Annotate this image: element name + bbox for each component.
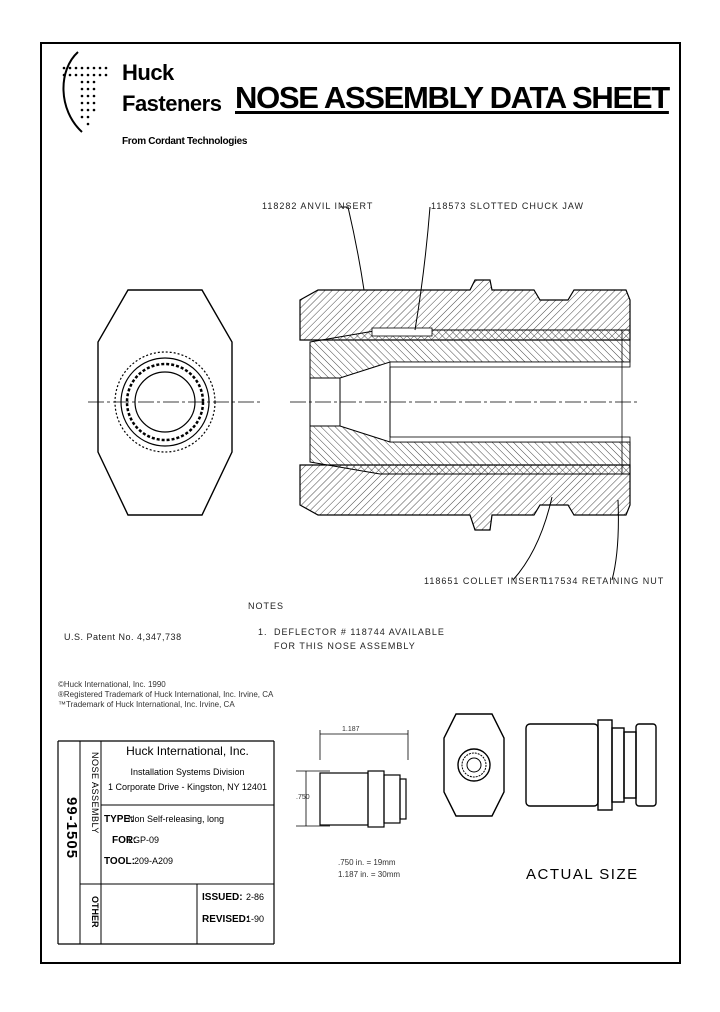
issued-value: 2-86 <box>246 892 265 902</box>
copyright-line: ©Huck International, Inc. 1990 <box>58 680 166 689</box>
callout-anvil-insert: 118282 ANVIL INSERT <box>262 201 374 211</box>
callout-collet-insert: 118651 COLLET INSERT <box>424 576 547 586</box>
tool-value: 209-A209 <box>134 856 174 866</box>
huck-logo-mark <box>62 51 108 133</box>
issued-label: ISSUED: <box>202 892 243 903</box>
dimension-width: 1.187 <box>342 726 360 733</box>
type-value: Non Self-releasing, long <box>128 814 225 824</box>
revised-label: REVISED: <box>202 914 250 925</box>
actual-size-outline <box>525 719 657 811</box>
registered-line: ®Registered Trademark of Huck Internatio… <box>58 690 274 699</box>
division-name: Installation Systems Division <box>130 767 245 777</box>
tool-label: TOOL: <box>104 856 135 867</box>
page-title: NOSE ASSEMBLY DATA SHEET <box>235 80 670 115</box>
callout-leaders <box>340 206 619 581</box>
company-name: Huck International, Inc. <box>126 744 249 758</box>
conversion-2: 1.187 in. = 30mm <box>338 870 401 879</box>
other-label: OTHER <box>90 896 100 928</box>
title-block-grid <box>57 740 275 945</box>
revised-value: 1-90 <box>246 914 265 924</box>
end-view <box>88 289 262 516</box>
callout-retaining-nut: 117534 RETAINING NUT <box>543 576 665 586</box>
document-number: 99-1505 <box>63 797 80 860</box>
company-address: 1 Corporate Drive - Kingston, NY 12401 <box>108 782 267 792</box>
note-1-line-2: FOR THIS NOSE ASSEMBLY <box>274 641 416 651</box>
logo-huck: Huck <box>122 60 174 85</box>
dimension-height: .750 <box>296 794 310 801</box>
note-1-number: 1. <box>258 627 268 637</box>
callout-chuck-jaw: 118573 SLOTTED CHUCK JAW <box>431 201 585 211</box>
patent-number: U.S. Patent No. 4,347,738 <box>64 632 182 642</box>
conversion-1: .750 in. = 19mm <box>338 858 396 867</box>
note-1-line-1: DEFLECTOR # 118744 AVAILABLE <box>274 627 445 637</box>
notes-heading: NOTES <box>248 601 285 611</box>
category-label: NOSE ASSEMBLY <box>90 752 100 834</box>
for-value: LGP-09 <box>128 835 160 845</box>
logo-tagline: From Cordant Technologies <box>122 136 248 147</box>
trademark-line: ™Trademark of Huck International, Inc. I… <box>58 700 235 709</box>
logo-fasteners: Fasteners <box>122 91 222 116</box>
for-label: FOR: <box>112 835 137 846</box>
type-label: TYPE: <box>104 814 134 825</box>
actual-size-end-view <box>443 713 505 817</box>
section-view <box>290 279 640 531</box>
sheet-border <box>40 42 681 964</box>
actual-size-caption: ACTUAL SIZE <box>526 866 639 883</box>
actual-size-side-view <box>296 730 409 828</box>
